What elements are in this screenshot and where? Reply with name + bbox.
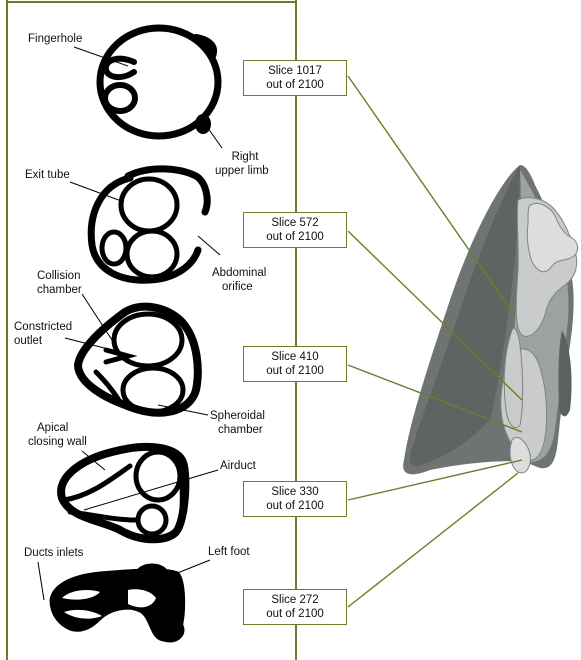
slice-box-272-line2: out of 2100 xyxy=(244,607,346,621)
label-abdominal-orifice-line1: Abdominal xyxy=(212,266,266,280)
slice-box-272-line1: Slice 272 xyxy=(244,593,346,607)
slice-box-1017-line1: Slice 1017 xyxy=(244,64,346,78)
section-572-top-arc xyxy=(128,169,207,212)
label-fingerhole: Fingerhole xyxy=(28,32,82,46)
label-constricted-outlet-line1: Constricted xyxy=(14,320,72,334)
label-spheroidal-chamber-line1: Spheroidal xyxy=(210,409,265,423)
slice-box-330-line1: Slice 330 xyxy=(244,485,346,499)
label-airduct: Airduct xyxy=(220,459,256,473)
label-collision-chamber-line1: Collision xyxy=(37,269,80,283)
specimen-render xyxy=(403,165,577,474)
slice-box-410-line2: out of 2100 xyxy=(244,364,346,378)
slice-box-330-line2: out of 2100 xyxy=(244,499,346,513)
slice-box-572: Slice 572 out of 2100 xyxy=(243,212,347,248)
section-272-rear-lobe xyxy=(156,618,184,642)
slice-section-272 xyxy=(50,564,185,642)
slice-box-1017: Slice 1017 out of 2100 xyxy=(243,60,347,96)
slice-box-410-line1: Slice 410 xyxy=(244,350,346,364)
section-410-lower-chamber xyxy=(123,368,183,412)
leader-slice-272 xyxy=(348,473,518,607)
label-exit-tube: Exit tube xyxy=(25,168,70,182)
label-apical-closing-wall-line1: Apical xyxy=(37,421,68,435)
label-abdominal-orifice-line2: orifice xyxy=(222,280,253,294)
slice-box-410: Slice 410 out of 2100 xyxy=(243,346,347,382)
section-572-lower-chamber xyxy=(127,231,177,277)
section-330-lower-chamber xyxy=(138,506,166,534)
section-330-right-wall xyxy=(178,460,183,530)
label-left-foot: Left foot xyxy=(208,545,250,559)
slice-section-572 xyxy=(91,169,207,280)
leader-abdominal-orifice xyxy=(198,236,220,255)
slice-box-572-line2: out of 2100 xyxy=(244,230,346,244)
slice-section-1017 xyxy=(100,28,218,136)
leader-left-foot xyxy=(170,560,210,576)
label-ducts-inlets: Ducts inlets xyxy=(24,546,83,560)
label-right-upper-limb-line1: Right xyxy=(225,150,265,164)
label-spheroidal-chamber-line2: chamber xyxy=(218,423,263,437)
section-572-left-chamber xyxy=(102,232,126,264)
slice-box-572-line1: Slice 572 xyxy=(244,216,346,230)
label-collision-chamber-line2: chamber xyxy=(37,283,82,297)
slice-section-330 xyxy=(61,447,185,539)
label-right-upper-limb-line2: upper limb xyxy=(215,164,269,178)
slice-box-1017-line2: out of 2100 xyxy=(244,78,346,92)
leader-slice-1017 xyxy=(348,76,515,316)
slice-box-272: Slice 272 out of 2100 xyxy=(243,589,347,625)
leader-right-upper-limb xyxy=(205,124,222,148)
label-apical-closing-wall-line2: closing wall xyxy=(28,435,87,449)
slice-section-410 xyxy=(78,307,198,413)
section-572-upper-chamber xyxy=(121,179,177,231)
section-1017-lower-loop xyxy=(105,85,135,111)
leader-ducts-inlets xyxy=(38,562,44,600)
slice-box-330: Slice 330 out of 2100 xyxy=(243,481,347,517)
section-1017-fingerhole-loop xyxy=(106,59,134,77)
section-1017-limb-knob xyxy=(195,114,211,134)
section-272-foot-lobe xyxy=(136,564,168,584)
label-constricted-outlet-line2: outlet xyxy=(14,334,42,348)
